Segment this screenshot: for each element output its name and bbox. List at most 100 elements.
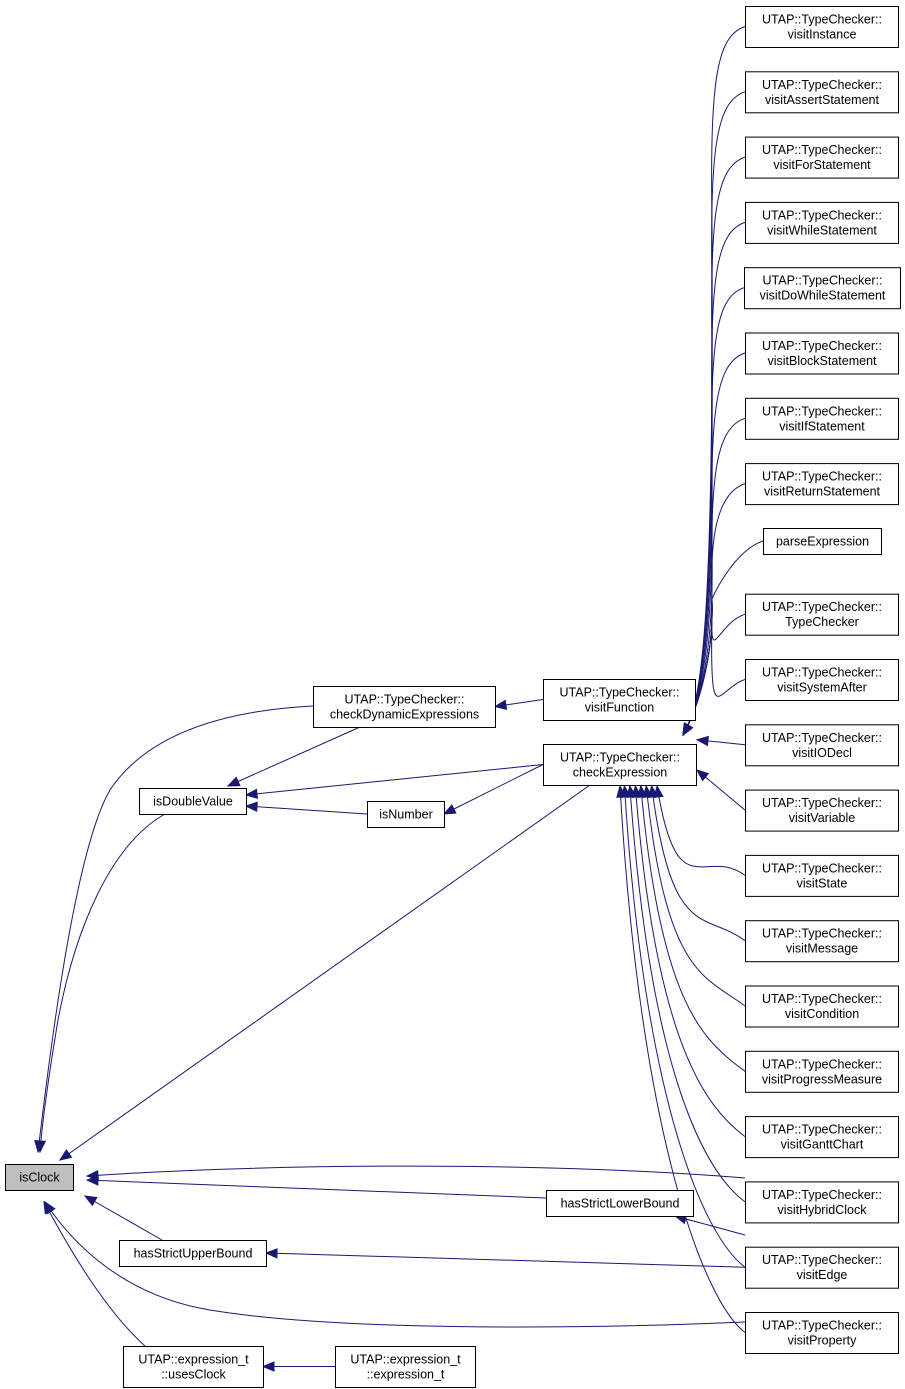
edge-visitEdge-to-hasStrictUpperBound-arrowhead <box>264 1248 278 1259</box>
node-parseExpression-box <box>763 528 882 555</box>
node-visitProgressMeasure[interactable]: UTAP::TypeChecker::visitProgressMeasure <box>745 1050 899 1093</box>
edge-visitForStatement-to-checkExpression <box>682 156 746 737</box>
node-isNumber-box <box>367 801 445 828</box>
node-visitIfStatement[interactable]: UTAP::TypeChecker::visitIfStatement <box>745 397 899 440</box>
edge-visitGanttChart-to-checkExpression-line <box>634 785 746 1137</box>
node-isDoubleValue-box <box>139 788 247 815</box>
node-isClock[interactable]: isClock <box>5 1164 74 1191</box>
node-expression_t[interactable]: UTAP::expression_t::expression_t <box>335 1346 476 1388</box>
node-visitInstance-box <box>745 6 899 48</box>
edge-visitIODecl-to-checkExpression-arrowhead <box>695 735 709 747</box>
node-visitAssertStatement[interactable]: UTAP::TypeChecker::visitAssertStatement <box>745 71 899 114</box>
node-visitInstance-label-2: visitInstance <box>788 28 857 42</box>
node-checkExpression[interactable]: UTAP::TypeChecker::checkExpression <box>543 744 697 786</box>
edge-visitProperty-to-checkExpression-line <box>619 785 746 1333</box>
node-visitProperty-box <box>745 1312 899 1354</box>
node-visitVariable[interactable]: UTAP::TypeChecker::visitVariable <box>745 789 899 832</box>
node-visitHybridClock[interactable]: UTAP::TypeChecker::visitHybridClock <box>745 1181 899 1224</box>
node-visitDoWhileStatement-label-1: UTAP::TypeChecker:: <box>763 274 883 288</box>
edge-visitProperty-to-checkExpression-arrowhead <box>616 784 627 799</box>
node-visitEdge[interactable]: UTAP::TypeChecker::visitEdge <box>745 1246 899 1289</box>
node-visitBlockStatement-label-2: visitBlockStatement <box>767 354 877 368</box>
node-parseExpression[interactable]: parseExpression <box>763 528 882 555</box>
edge-visitHybridClock-to-isClock-line <box>86 1165 746 1179</box>
node-visitState[interactable]: UTAP::TypeChecker::visitState <box>745 854 899 897</box>
edge-visitInstance-to-checkExpression-line <box>682 26 746 736</box>
node-visitBlockStatement-label-1: UTAP::TypeChecker:: <box>762 339 882 353</box>
node-checkDynamicExpressions-label-1: UTAP::TypeChecker:: <box>345 693 465 707</box>
edge-checkExpression-to-isClock <box>58 784 591 1161</box>
node-visitCondition[interactable]: UTAP::TypeChecker::visitCondition <box>745 985 899 1028</box>
edge-checkDynamicExpressions-to-isClock <box>34 705 314 1154</box>
node-visitInstance[interactable]: UTAP::TypeChecker::visitInstance <box>745 6 899 48</box>
node-visitCondition-label-2: visitCondition <box>785 1007 859 1021</box>
edge-isNumber-to-isDoubleValue-line <box>245 805 368 815</box>
edge-visitWhileStatement-to-checkExpression <box>682 221 746 737</box>
node-visitIODecl-label-1: UTAP::TypeChecker:: <box>762 731 882 745</box>
edge-visitProgressMeasure-to-checkExpression <box>636 784 746 1072</box>
node-visitAssertStatement-label-1: UTAP::TypeChecker:: <box>762 78 882 92</box>
node-TypeChecker[interactable]: UTAP::TypeChecker::TypeChecker <box>745 593 899 636</box>
node-hasStrictUpperBound[interactable]: hasStrictUpperBound <box>119 1240 267 1267</box>
node-visitIfStatement-label-1: UTAP::TypeChecker:: <box>762 404 882 418</box>
node-visitReturnStatement[interactable]: UTAP::TypeChecker::visitReturnStatement <box>745 463 899 506</box>
edge-isDoubleValue-to-isClock <box>35 813 166 1154</box>
edge-checkExpression-to-isNumber-arrowhead <box>442 804 457 815</box>
edge-visitHybridClock-to-isClock <box>85 1165 746 1181</box>
edge-checkExpression-to-isDoubleValue-arrowhead <box>244 788 258 800</box>
node-visitProperty-label-1: UTAP::TypeChecker:: <box>762 1319 882 1333</box>
node-checkExpression-label-1: UTAP::TypeChecker:: <box>560 751 680 765</box>
edge-checkExpression-to-isNumber <box>442 764 544 815</box>
node-visitBlockStatement[interactable]: UTAP::TypeChecker::visitBlockStatement <box>745 332 899 375</box>
node-visitInstance-label-1: UTAP::TypeChecker:: <box>762 13 882 27</box>
node-visitWhileStatement[interactable]: UTAP::TypeChecker::visitWhileStatement <box>745 201 899 244</box>
edge-visitSystemAfter-to-checkExpression <box>682 599 746 737</box>
node-hasStrictLowerBound-box <box>546 1190 694 1217</box>
node-isNumber[interactable]: isNumber <box>367 801 445 828</box>
node-visitHybridClock-label-2: visitHybridClock <box>778 1203 868 1217</box>
edge-visitMessage-to-checkExpression-line <box>651 785 746 942</box>
node-visitDoWhileStatement[interactable]: UTAP::TypeChecker::visitDoWhileStatement <box>744 267 901 310</box>
node-visitHybridClock-label-1: UTAP::TypeChecker:: <box>762 1188 882 1202</box>
node-visitSystemAfter-label-1: UTAP::TypeChecker:: <box>762 666 882 680</box>
node-visitFunction[interactable]: UTAP::TypeChecker::visitFunction <box>543 679 696 721</box>
node-TypeChecker-box <box>745 593 899 636</box>
node-hasStrictLowerBound[interactable]: hasStrictLowerBound <box>546 1190 694 1217</box>
node-visitWhileStatement-label-1: UTAP::TypeChecker:: <box>762 208 882 222</box>
node-parseExpression-label-1: parseExpression <box>776 535 869 549</box>
node-visitMessage[interactable]: UTAP::TypeChecker::visitMessage <box>745 920 899 963</box>
node-visitFunction-box <box>543 679 696 721</box>
node-checkDynamicExpressions[interactable]: UTAP::TypeChecker::checkDynamicExpressio… <box>313 686 496 728</box>
node-expression_t-label-1: UTAP::expression_t <box>350 1353 461 1367</box>
node-checkDynamicExpressions-box <box>313 686 496 728</box>
edge-checkExpression-to-isDoubleValue-line <box>245 764 544 796</box>
node-visitVariable-box <box>745 789 899 832</box>
node-isDoubleValue[interactable]: isDoubleValue <box>139 788 247 815</box>
edge-checkDynamicExpressions-to-isClock-line <box>37 705 314 1153</box>
node-visitProgressMeasure-label-2: visitProgressMeasure <box>762 1072 882 1086</box>
node-visitSystemAfter[interactable]: UTAP::TypeChecker::visitSystemAfter <box>745 659 899 701</box>
edge-visitVariable-to-checkExpression <box>695 769 746 811</box>
node-visitProperty[interactable]: UTAP::TypeChecker::visitProperty <box>745 1312 899 1354</box>
edge-hasStrictLowerBound-to-isClock-line <box>86 1179 547 1199</box>
node-usesClock[interactable]: UTAP::expression_t::usesClock <box>123 1346 264 1388</box>
node-visitGanttChart[interactable]: UTAP::TypeChecker::visitGanttChart <box>745 1116 899 1159</box>
edge-visitForStatement-to-checkExpression-line <box>682 156 746 736</box>
node-visitProperty-label-2: visitProperty <box>788 1334 858 1348</box>
node-visitEdge-box <box>745 1246 899 1289</box>
edge-isNumber-to-isDoubleValue <box>244 801 368 815</box>
edge-hasStrictLowerBound-to-isClock-arrowhead <box>85 1175 99 1186</box>
node-visitReturnStatement-box <box>745 463 899 506</box>
edge-checkDynamicExpressions-to-isDoubleValue-line <box>227 726 361 787</box>
edge-visitDoWhileStatement-to-checkExpression-line <box>682 287 745 736</box>
node-visitIODecl[interactable]: UTAP::TypeChecker::visitIODecl <box>745 724 899 767</box>
node-visitForStatement[interactable]: UTAP::TypeChecker::visitForStatement <box>745 136 899 179</box>
edge-usesClock-to-isClock-line <box>43 1201 146 1347</box>
node-visitEdge-label-1: UTAP::TypeChecker:: <box>762 1253 882 1267</box>
node-visitWhileStatement-box <box>745 201 899 244</box>
node-visitGanttChart-label-2: visitGanttChart <box>781 1138 864 1152</box>
node-usesClock-label-2: ::usesClock <box>161 1368 226 1382</box>
edge-visitSystemAfter-to-checkExpression-line <box>682 599 746 736</box>
edge-usesClock-to-isClock-arrowhead <box>43 1200 55 1215</box>
node-visitAssertStatement-label-2: visitAssertStatement <box>765 93 879 107</box>
